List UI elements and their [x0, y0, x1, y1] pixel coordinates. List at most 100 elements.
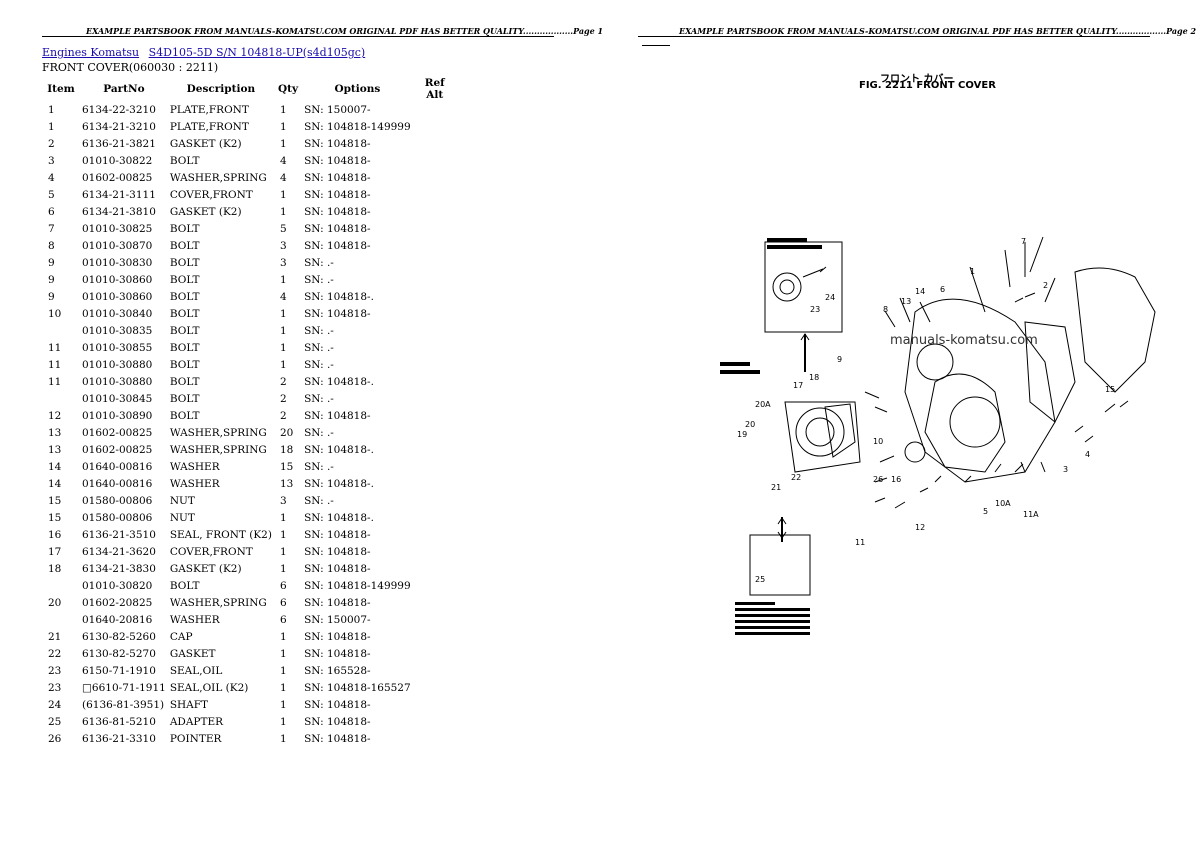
- cell-refalt: [413, 509, 457, 526]
- cell-part: 6134-22-3210: [82, 103, 156, 116]
- cell-part: 6134-21-3830: [82, 562, 156, 575]
- cell-item: 1: [48, 120, 55, 133]
- cell-desc: BOLT: [169, 409, 200, 422]
- callout-13: 13: [901, 297, 911, 306]
- callout-2: 2: [1043, 281, 1048, 290]
- cell-item: 26: [48, 732, 62, 745]
- callout-23: 23: [810, 305, 820, 314]
- cell-desc: BOLT: [169, 239, 200, 252]
- callout-9: 9: [837, 355, 842, 364]
- cell-qty: 3: [279, 494, 287, 507]
- cell-qty: 1: [279, 664, 287, 677]
- callout-22: 22: [791, 473, 801, 482]
- cell-qty: 1: [279, 358, 287, 371]
- cell-qty: 1: [279, 188, 287, 201]
- cell-part: 6136-21-3821: [82, 137, 156, 150]
- cell-refalt: [413, 237, 457, 254]
- cell-item: 9: [48, 273, 55, 286]
- cell-opt: SN: 104818-.: [304, 511, 374, 524]
- cell-qty: 1: [279, 205, 287, 218]
- cell-qty: 1: [279, 341, 287, 354]
- cell-qty: 2: [279, 409, 287, 422]
- cell-refalt: [413, 458, 457, 475]
- cell-item: 14: [48, 477, 62, 490]
- cell-item: 6: [48, 205, 55, 218]
- cell-opt: SN: 104818-: [304, 205, 371, 218]
- cell-refalt: [413, 611, 457, 628]
- callout-20A: 20A: [755, 400, 771, 409]
- cell-desc: PLATE,FRONT: [169, 120, 249, 133]
- cell-qty: 15: [279, 460, 294, 473]
- cell-item: 25: [48, 715, 62, 728]
- cell-item: 21: [48, 630, 62, 643]
- cell-desc: BOLT: [169, 273, 200, 286]
- cell-qty: 1: [279, 681, 287, 694]
- breadcrumb-link-model[interactable]: S4D105-5D S/N 104818-UP(s4d105gc): [148, 46, 366, 59]
- col-header-qty: Qty: [277, 83, 299, 95]
- cell-qty: 6: [279, 579, 287, 592]
- table-header-row: Item PartNo Description Qty Options Ref …: [42, 77, 457, 101]
- callout-12: 12: [915, 523, 925, 532]
- cell-desc: WASHER: [169, 477, 220, 490]
- cell-part: 01010-30880: [82, 375, 153, 388]
- cell-opt: SN: 104818-: [304, 188, 371, 201]
- cell-desc: WASHER,SPRING: [169, 443, 267, 456]
- cell-desc: GASKET (K2): [169, 137, 242, 150]
- cell-desc: BOLT: [169, 222, 200, 235]
- cell-item: 9: [48, 290, 55, 303]
- front-plate: [904, 298, 1056, 483]
- cell-refalt: [413, 305, 457, 322]
- callout-4: 4: [1085, 450, 1090, 459]
- cell-part: 01580-00806: [82, 511, 153, 524]
- callout-15: 15: [1105, 385, 1115, 394]
- col-header-refalt: Ref Alt: [424, 77, 445, 101]
- col-header-partno: PartNo: [103, 83, 145, 95]
- cell-part: 6136-21-3510: [82, 528, 156, 541]
- cell-desc: NUT: [169, 511, 195, 524]
- cell-desc: SEAL, FRONT (K2): [169, 528, 272, 541]
- cell-refalt: [413, 424, 457, 441]
- cell-item: 14: [48, 460, 62, 473]
- cell-refalt: [413, 135, 457, 152]
- cell-qty: 1: [279, 732, 287, 745]
- cell-part: 6136-81-5210: [82, 715, 156, 728]
- cell-item: 11: [48, 375, 62, 388]
- cell-qty: 6: [279, 596, 287, 609]
- cell-opt: SN: 104818-: [304, 596, 371, 609]
- cell-qty: 1: [279, 715, 287, 728]
- cell-refalt: [413, 152, 457, 169]
- cell-refalt: [413, 254, 457, 271]
- breadcrumb: Engines Komatsu S4D105-5D S/N 104818-UP(…: [42, 46, 371, 59]
- cell-part: 01602-00825: [82, 426, 153, 439]
- cell-refalt: [413, 713, 457, 730]
- engine-table-note: [735, 602, 775, 605]
- callout-7: 7: [1021, 237, 1026, 246]
- cell-desc: NUT: [169, 494, 195, 507]
- cell-part: 01010-30860: [82, 290, 153, 303]
- cell-refalt: [413, 322, 457, 339]
- cell-part: 01602-00825: [82, 171, 153, 184]
- cell-opt: SN: 104818-: [304, 239, 371, 252]
- cell-qty: 1: [279, 647, 287, 660]
- cell-item: 17: [48, 545, 62, 558]
- inset-seal: [772, 272, 802, 302]
- breadcrumb-link-engines[interactable]: Engines Komatsu: [42, 46, 140, 59]
- callout-19: 19: [737, 430, 747, 439]
- cell-refalt: [413, 220, 457, 237]
